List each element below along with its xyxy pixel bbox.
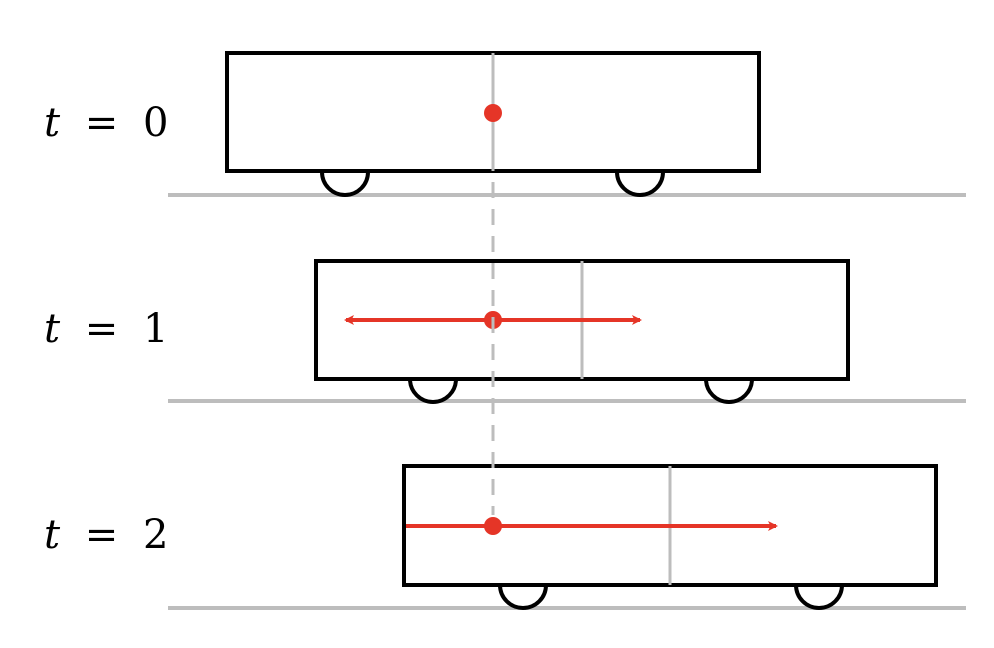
wheel-right-t1 — [704, 378, 754, 404]
time-label-t1-val: 1 — [143, 306, 168, 352]
time-label-t2-val: 2 — [143, 512, 168, 558]
time-label-t2-op: = — [85, 512, 119, 558]
time-label-t1: t = 1 — [44, 306, 168, 352]
time-label-t1-op: = — [85, 306, 119, 352]
frame-t2: t = 2 — [44, 464, 966, 610]
time-label-t0-var: t — [44, 100, 61, 146]
time-label-t2-var: t — [44, 512, 61, 558]
time-label-t0-val: 0 — [143, 100, 168, 146]
wheel-left-t0 — [320, 171, 370, 197]
time-label-t0: t = 0 — [44, 100, 168, 146]
frame-t1: t = 1 — [44, 259, 966, 404]
wheel-right-t0 — [615, 171, 665, 197]
light-source-point-t0 — [484, 104, 502, 122]
time-label-t0-op: = — [85, 100, 119, 146]
wheel-left-t1 — [408, 378, 458, 404]
time-label-t2: t = 2 — [44, 512, 168, 558]
wheel-left-t2 — [498, 584, 548, 610]
light-source-point-t2 — [484, 517, 502, 535]
time-label-t1-var: t — [44, 306, 61, 352]
wheel-right-t2 — [794, 584, 844, 610]
frame-t0: t = 0 — [44, 51, 966, 197]
